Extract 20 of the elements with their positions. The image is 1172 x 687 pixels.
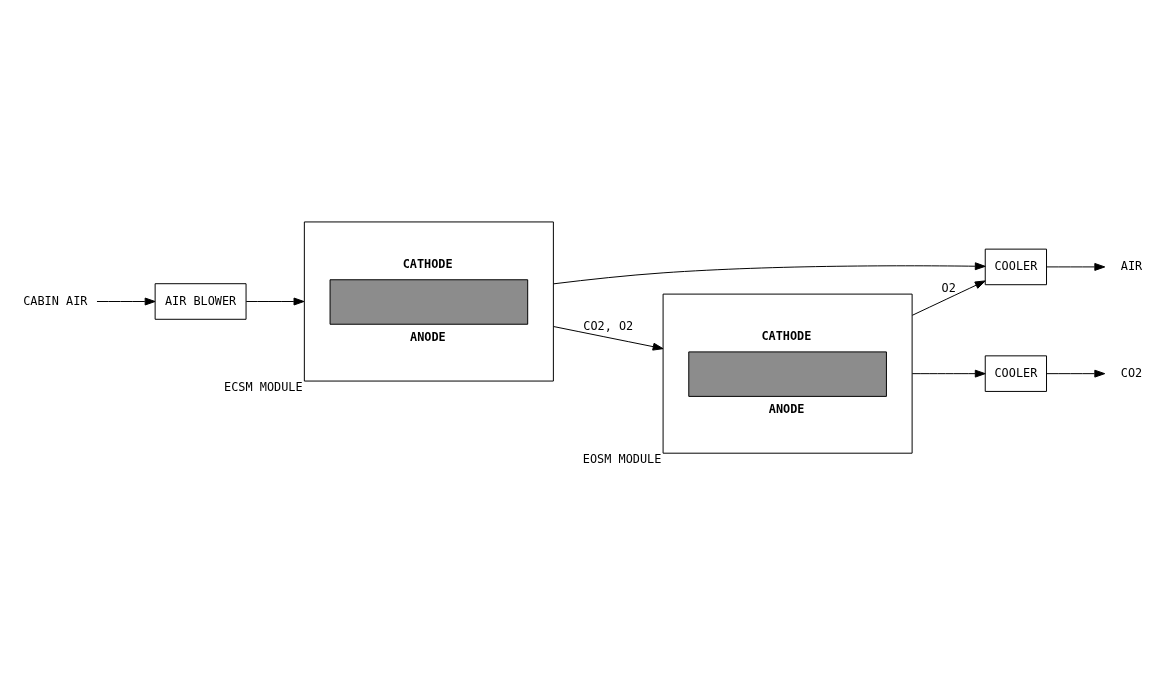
arrow (911, 369, 986, 378)
node-box: CATHODE ANODE (662, 293, 913, 454)
node-box: AIR BLOWER (154, 282, 247, 320)
edge-label: O2 (941, 280, 956, 295)
node-label: ECSM MODULE (224, 379, 303, 394)
arrow (553, 261, 986, 284)
node-box: COOLER (984, 354, 1047, 392)
arrow (1046, 369, 1106, 378)
node-text: AIR (1120, 258, 1143, 273)
arrow (245, 297, 305, 305)
node-label: EOSM MODULE (582, 451, 662, 466)
arrow (553, 325, 664, 351)
arrow (1046, 262, 1106, 271)
arrow (96, 297, 156, 305)
node-box: COOLER (984, 248, 1047, 285)
node-text: CABIN AIR (23, 293, 88, 308)
node-text: CO2 (1120, 365, 1143, 380)
node-box: CATHODE ANODE (303, 220, 554, 382)
edge-label: CO2, O2 (583, 318, 634, 333)
arrow (911, 279, 986, 316)
